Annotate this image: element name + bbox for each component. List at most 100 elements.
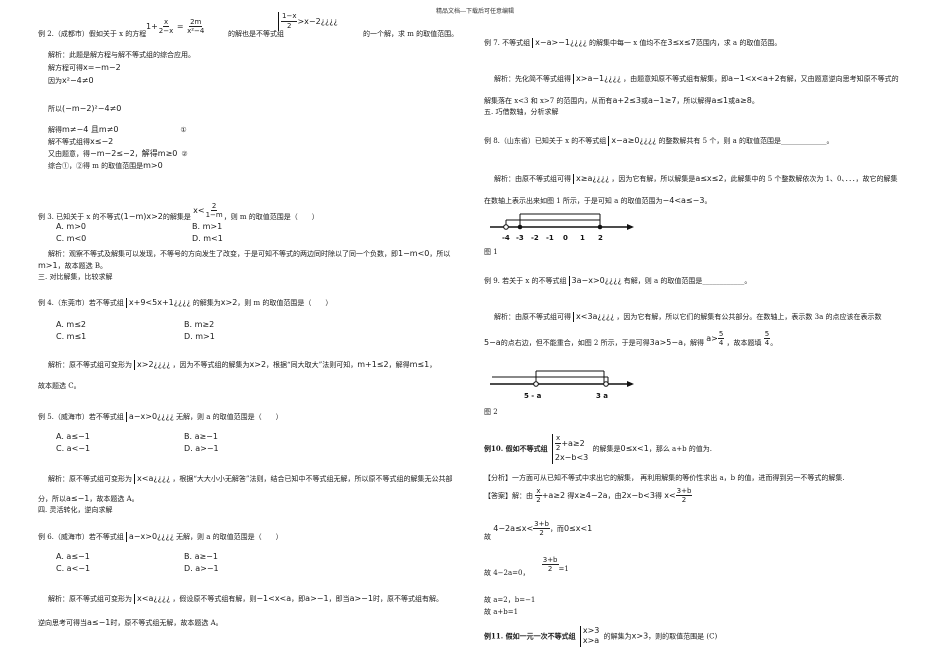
ex6-option-b[interactable]: B. a≥−1: [184, 552, 218, 561]
ex10-g2-lhs: 4−2a≤x<: [493, 524, 534, 534]
ex2-sol-row2: 因为x²−4≠0: [48, 76, 94, 85]
ex10-text3: ，那么 a+b 的值为.: [648, 444, 713, 453]
ex4-text2: 的解集为: [192, 299, 221, 308]
ex4-option-d[interactable]: D. m>1: [184, 332, 215, 341]
ex10-ans6: 得: [654, 492, 662, 501]
ex4-text1: 例 4.（东莞市）若不等式组: [38, 299, 124, 308]
ex3-option-d[interactable]: D. m<1: [192, 234, 223, 243]
ex7-a4: 解集落在 x<3 和 x>7 的范围内，从而有: [484, 97, 613, 105]
ex5-option-a[interactable]: A. a≤−1: [56, 432, 90, 441]
section-4-title: 四. 灵活转化，逆向求解: [38, 506, 113, 514]
ex4-option-c[interactable]: C. m≤1: [56, 332, 87, 341]
ex10-ans7-den: 2: [681, 496, 687, 505]
ex9-text2: 有解，则 a 的取值范围是____________。: [623, 277, 752, 286]
ex4-a4: ，解得: [388, 361, 410, 370]
ex8-am1: a≤x≤2: [695, 174, 724, 184]
ex4-system: x+9<5x+1¿¿¿¿: [125, 298, 191, 309]
ex4-option-a[interactable]: A. m≤2: [56, 320, 87, 329]
ex4-option-b[interactable]: B. m≥2: [184, 320, 215, 329]
ex6-a3: ，即: [291, 595, 306, 604]
ex9-a1: 解析：由原不等式组可得: [494, 313, 571, 322]
tick-label: -1: [546, 234, 554, 242]
ex9-a2: ，因为它有解，所以它们的解集有公共部分。在数轴上，表示数 3a 的点应该在表示数: [616, 313, 882, 322]
ex3-option-b[interactable]: B. m>1: [192, 222, 223, 231]
ex8-text2: 的整数解共有 5 个，则 a 的取值范围是_____________。: [658, 137, 834, 146]
ex5-option-b[interactable]: B. a≥−1: [184, 432, 218, 441]
ex2-sol-row5: 解不等式组得x≤−2: [48, 137, 113, 146]
ex3-sol3-math: m>1: [38, 261, 58, 270]
ex4-answer: 故本题选 C。: [38, 382, 81, 390]
ex2-sol-3: 所以: [48, 105, 62, 113]
ex6-am4: a≤−1: [87, 618, 111, 627]
ex6-option-a[interactable]: A. a≤−1: [56, 552, 90, 561]
ex10-g2-num: 3+b: [533, 520, 550, 530]
ex7-cond: 3≤x≤7: [667, 38, 696, 48]
ex6-analysis-system: x<a¿¿¿¿: [134, 594, 170, 605]
tick-label: 1: [580, 234, 585, 242]
number-line-figure-1: -4 -3 -2 -1 0 1 2: [488, 207, 638, 247]
ex6-a7: 时，原不等式组无解，故本题选 A。: [110, 619, 223, 627]
ex2-sol-row7: 综合①，②得 m 的取值范围是m>0: [48, 161, 163, 170]
ex9-analysis-system: x<3a¿¿¿¿: [573, 312, 614, 323]
ex2-frac1-num: x: [162, 18, 170, 28]
ex10-ans-num: x: [535, 487, 542, 497]
ex10-sys1-num: x: [555, 434, 562, 445]
ex7-a5: 或: [640, 97, 648, 105]
ex9-text1: 例 9. 若关于 x 的不等式组: [484, 277, 567, 286]
ex3-solution-line2: m>1，故本题选 B。: [38, 261, 107, 270]
ex2-res2: 解得m≥0: [141, 149, 178, 158]
ex2-sys-num: 1−x: [281, 12, 298, 23]
ex6-am1: −1<x<a: [256, 594, 292, 604]
ex5-am: a≤−1: [66, 494, 90, 503]
figure-1-caption: 图 1: [484, 248, 498, 256]
ex6-option-d[interactable]: D. a>−1: [184, 564, 219, 573]
ex9-a4: ，解得: [683, 339, 704, 348]
ex6-a6: 逆向思考可得当: [38, 619, 87, 627]
ex3-option-c[interactable]: C. m<0: [56, 234, 87, 243]
ex2-final: m>0: [143, 161, 163, 170]
ex9-am3-den: 4: [764, 339, 770, 348]
ex7-analysis-line2: 解集落在 x<3 和 x>7 的范围内，从而有a+2≤3或a−1≥7，所以解得a…: [484, 96, 759, 105]
ex3-sol3: ，故本题选 B。: [57, 262, 107, 270]
ex7-text1: 例 7. 不等式组: [484, 39, 531, 48]
ex2-sol-0: 解析：此题是解方程与解不等式组的综合应用。: [48, 51, 195, 59]
ex7-a1: 解析：先化简不等式组得: [494, 75, 571, 84]
ex5-system: a−x>0¿¿¿¿: [125, 412, 174, 423]
ex6-option-c[interactable]: C. a<−1: [56, 564, 91, 573]
ex3-sol-lhs: x<: [193, 206, 205, 216]
ex2-sol-1: 解方程可得: [48, 64, 83, 72]
ex5-text2: 无解，则 a 的取值范围是（ ）: [176, 413, 283, 422]
ex8-system: x−a≥0¿¿¿¿: [608, 136, 656, 147]
ex3-option-a[interactable]: A. m>0: [56, 222, 87, 231]
ex5-option-d[interactable]: D. a>−1: [184, 444, 219, 453]
ex8-text1: 例 8.（山东省）已知关于 x 的不等式组: [484, 137, 607, 146]
ex7-text2: 的解集中每一 x 值均不在: [588, 39, 668, 48]
ex3-text2: 的解集是: [162, 213, 191, 222]
ex9-am1: 3a>5−a: [649, 338, 683, 348]
ex2-cond: x²−4≠0: [62, 76, 94, 85]
ex2-sol-6: 又由题意，得: [48, 150, 90, 158]
ex6-a2: ，假设原不等式组有解，则: [172, 595, 257, 604]
ex10-h-den: 2: [547, 565, 553, 574]
ex2-sol-2: 因为: [48, 77, 62, 85]
tick-label: 2: [598, 234, 603, 242]
ex6-a5: 时，原不等式组有解。: [372, 595, 443, 604]
ex11-sys2: x>a: [582, 636, 600, 646]
ex3-ineq: (1−m)x>2: [120, 212, 163, 222]
ex10-ans-den: 2: [536, 496, 541, 505]
tick-label: -3: [516, 234, 524, 242]
ex3-sol-num: 2: [210, 202, 218, 212]
ex10-analysis: 【分析】一方面可从已知不等式中求出它的解集， 再利用解集的等价性求出 a，b 的…: [484, 474, 845, 482]
ex5-option-c[interactable]: C. a<−1: [56, 444, 91, 453]
ex4-text3: ，则 m 的取值范围是（ ）: [237, 299, 333, 308]
ex3-text3: ，则 m 的取值范围是（ ）: [223, 213, 319, 222]
ex6-a4: ，即当: [328, 595, 350, 604]
